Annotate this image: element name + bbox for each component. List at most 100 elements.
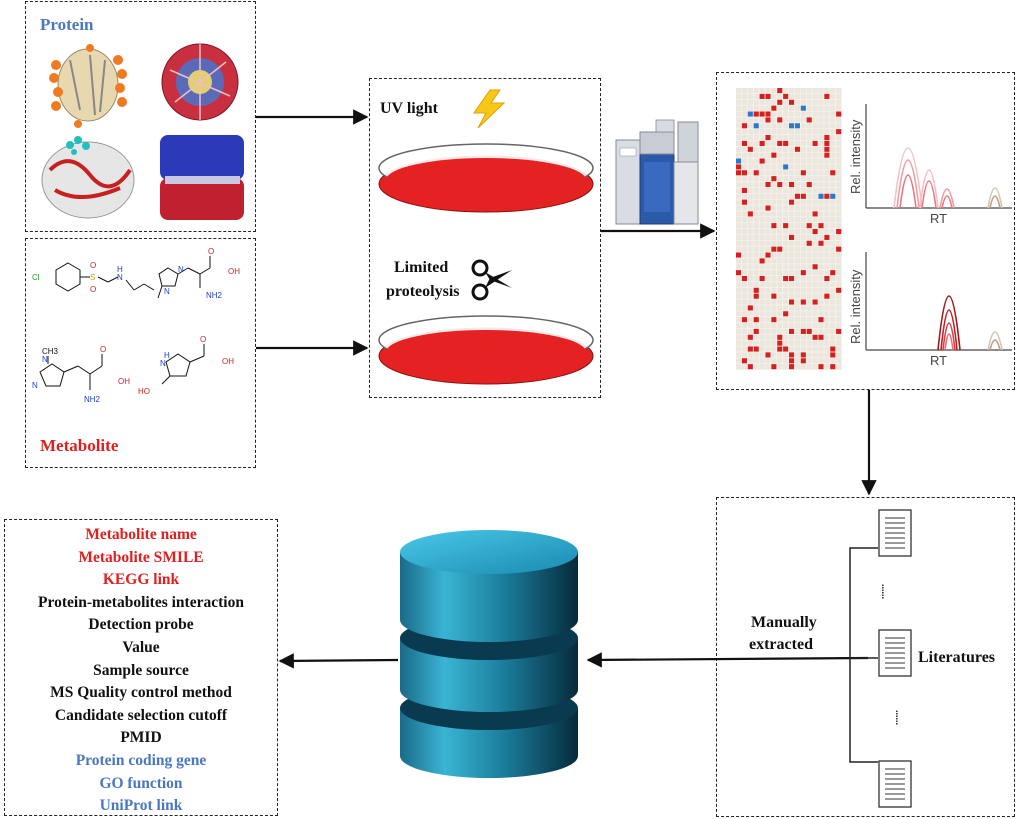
scissors-icon	[471, 259, 512, 301]
heatmap-cell	[736, 287, 742, 293]
petri-dish-lip	[378, 315, 594, 385]
heatmap-cell	[777, 111, 783, 117]
heatmap-cell	[830, 281, 836, 287]
heatmap-cell	[830, 99, 836, 105]
heatmap-cell	[771, 317, 777, 323]
heatmap-cell	[818, 258, 824, 264]
heatmap-cell	[818, 334, 824, 340]
heatmap-cell	[771, 211, 777, 217]
heatmap-cell	[765, 199, 771, 205]
heatmap-cell	[818, 123, 824, 129]
heatmap-cell	[836, 176, 842, 182]
heatmap-cell	[836, 129, 842, 135]
heatmap-cell	[812, 276, 818, 282]
heatmap-cell	[771, 246, 777, 252]
heatmap-cell	[783, 364, 789, 370]
heatmap-cell	[741, 123, 747, 129]
heatmap-cell	[800, 187, 806, 193]
heatmap-cell	[753, 199, 759, 205]
heatmap-cell	[759, 88, 765, 94]
document-icon	[878, 760, 912, 808]
heatmap-cell	[806, 340, 812, 346]
heatmap-cell	[824, 176, 830, 182]
heatmap-cell	[753, 217, 759, 223]
heatmap-cell	[771, 334, 777, 340]
heatmap-cell	[753, 158, 759, 164]
heatmap-cell	[789, 176, 795, 182]
heatmap-cell	[759, 187, 765, 193]
heatmap-cell	[794, 93, 800, 99]
heatmap-cell	[753, 164, 759, 170]
heatmap-cell	[759, 105, 765, 111]
heatmap-cell	[783, 317, 789, 323]
protein-structure-1	[49, 44, 127, 128]
heatmap-cell	[753, 258, 759, 264]
heatmap-cell	[736, 311, 742, 317]
heatmap-cell	[736, 176, 742, 182]
heatmap-cell	[812, 187, 818, 193]
heatmap-cell	[765, 193, 771, 199]
heatmap-cell	[830, 334, 836, 340]
heatmap-cell	[806, 252, 812, 258]
heatmap-cell	[836, 299, 842, 305]
heatmap-cell	[777, 99, 783, 105]
heatmap-cell	[765, 305, 771, 311]
heatmap-cell	[800, 328, 806, 334]
heatmap-cell	[753, 187, 759, 193]
heatmap-cell	[806, 111, 812, 117]
atom-n: N	[42, 355, 48, 364]
heatmap-cell	[812, 211, 818, 217]
heatmap-cell	[765, 340, 771, 346]
heatmap-cell	[800, 129, 806, 135]
heatmap-cell	[800, 276, 806, 282]
heatmap-cell	[789, 334, 795, 340]
heatmap-cell	[741, 88, 747, 94]
heatmap-cell	[771, 293, 777, 299]
heatmap-cell	[777, 123, 783, 129]
heatmap-cell	[753, 276, 759, 282]
heatmap-cell	[759, 352, 765, 358]
heatmap-cell	[824, 328, 830, 334]
heatmap-cell	[800, 358, 806, 364]
heatmap-cell	[824, 182, 830, 188]
heatmap-cell	[812, 334, 818, 340]
heatmap-cell	[812, 176, 818, 182]
heatmap-cell	[794, 146, 800, 152]
heatmap-cell	[753, 299, 759, 305]
heatmap-cell	[830, 305, 836, 311]
heatmap-cell	[736, 187, 742, 193]
heatmap-cell	[771, 123, 777, 129]
heatmap-cell	[747, 105, 753, 111]
atom-cl: Cl	[32, 273, 40, 282]
protein-structures	[41, 43, 244, 220]
literature-bracket	[849, 547, 878, 763]
heatmap-cell	[830, 211, 836, 217]
heatmap-cell	[783, 211, 789, 217]
heatmap-cell	[777, 317, 783, 323]
heatmap-cell	[789, 117, 795, 123]
field-item: Detection probe	[88, 616, 194, 634]
heatmap-cell	[747, 199, 753, 205]
heatmap-cell	[824, 358, 830, 364]
heatmap-cell	[736, 99, 742, 105]
heatmap-cell	[789, 305, 795, 311]
heatmap-cell	[806, 135, 812, 141]
heatmap-cell	[824, 123, 830, 129]
heatmap-cell	[759, 176, 765, 182]
heatmap-cell	[836, 270, 842, 276]
heatmap-cell	[818, 199, 824, 205]
molecule-1	[55, 256, 211, 299]
heatmap-cell	[818, 182, 824, 188]
atom-o: O	[90, 261, 96, 270]
heatmap-cell	[818, 364, 824, 370]
heatmap-cell	[759, 258, 765, 264]
heatmap-cell	[783, 276, 789, 282]
heatmap-cell	[836, 187, 842, 193]
heatmap-cell	[765, 317, 771, 323]
heatmap-cell	[794, 187, 800, 193]
heatmap-cell	[765, 176, 771, 182]
heatmap-cell	[830, 358, 836, 364]
heatmap-cell	[783, 205, 789, 211]
heatmap-cell	[818, 187, 824, 193]
